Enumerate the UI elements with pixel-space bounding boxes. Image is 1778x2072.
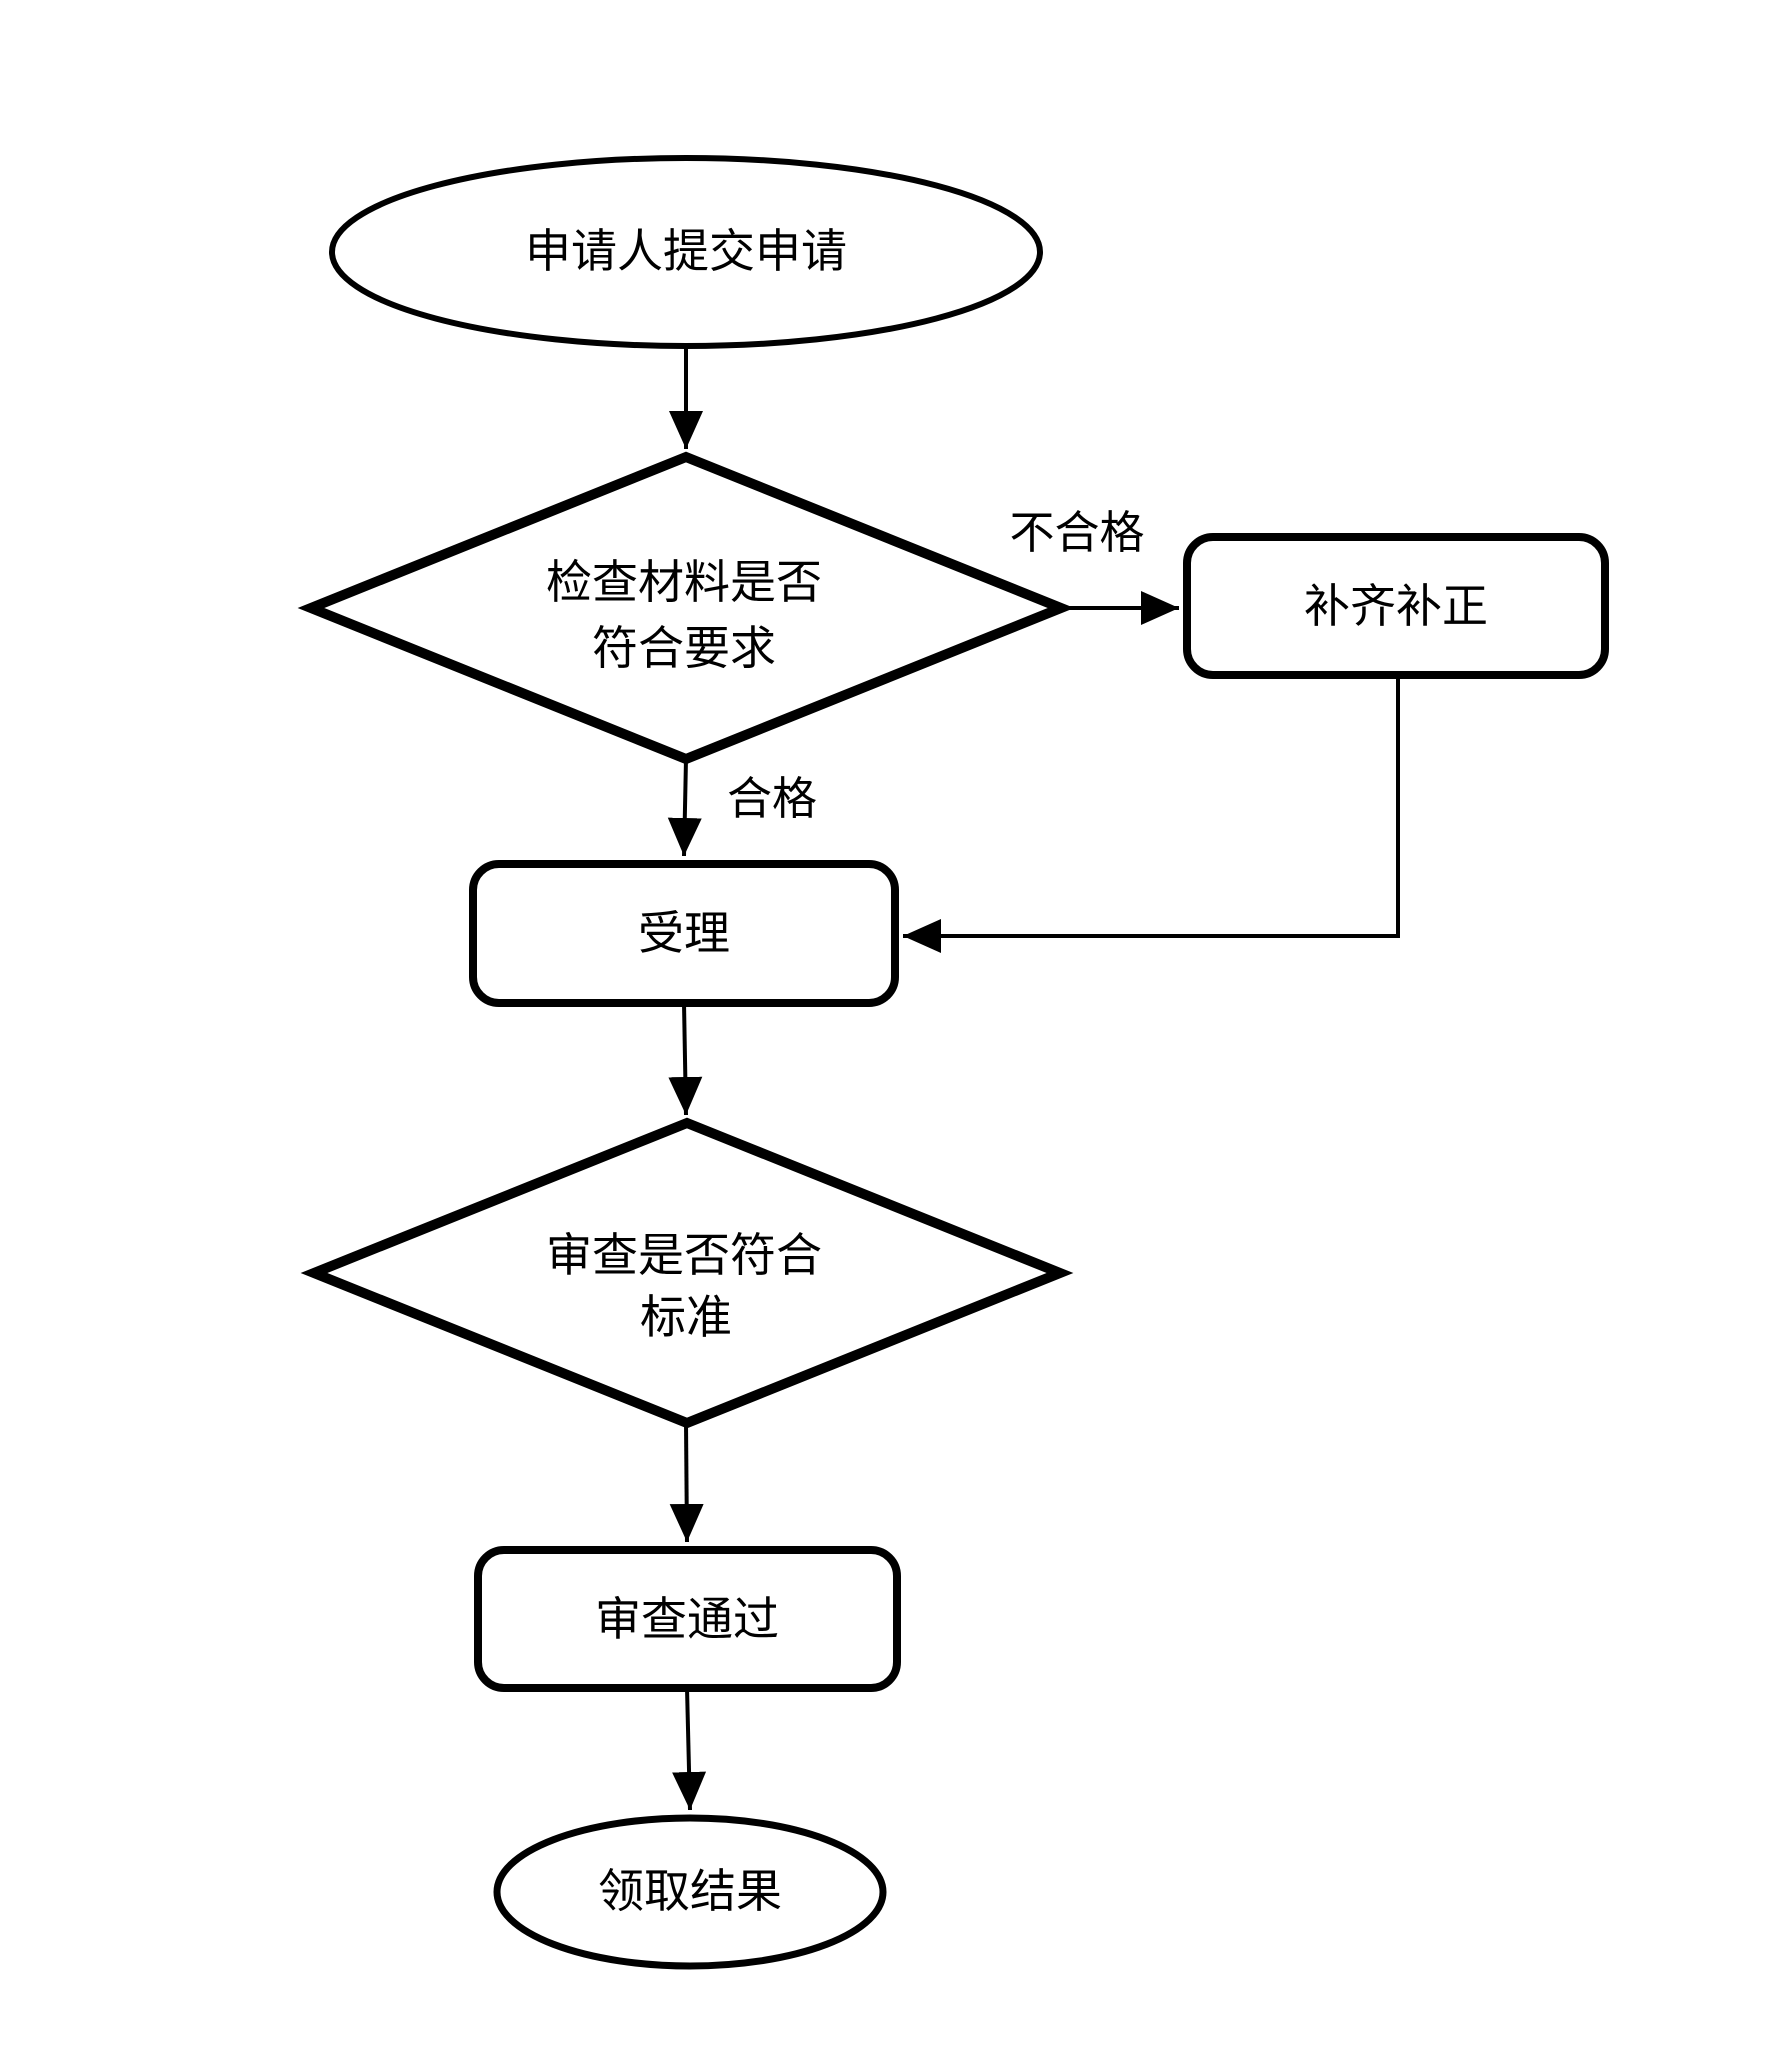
- edge-label-qualified: 合格: [727, 774, 817, 824]
- approved-label: 审查通过: [595, 1594, 779, 1645]
- end-ellipse: [493, 1814, 887, 1970]
- check-materials-label-line2: 符合要求: [592, 623, 776, 674]
- edge-label-unqualified: 不合格: [1009, 508, 1144, 558]
- end-label: 领取结果: [598, 1866, 782, 1917]
- arrow-review-to-approved: [669, 1422, 704, 1543]
- review-label-line1: 审查是否符合: [546, 1230, 822, 1281]
- check-materials-diamond: [297, 451, 1075, 765]
- accept-label: 受理: [638, 908, 730, 959]
- arrow-check-to-accept: [667, 758, 702, 857]
- start-label: 申请人提交申请: [525, 226, 847, 277]
- arrow-approved-to-end: [672, 1687, 707, 1811]
- arrow-accept-to-review: [668, 1002, 703, 1116]
- arrow-supplement-to-accept: [903, 675, 1400, 953]
- check-materials-label-line1: 检查材料是否: [546, 557, 822, 608]
- review-label-line2: 标准: [640, 1292, 732, 1343]
- supplement-label: 补齐补正: [1304, 581, 1488, 632]
